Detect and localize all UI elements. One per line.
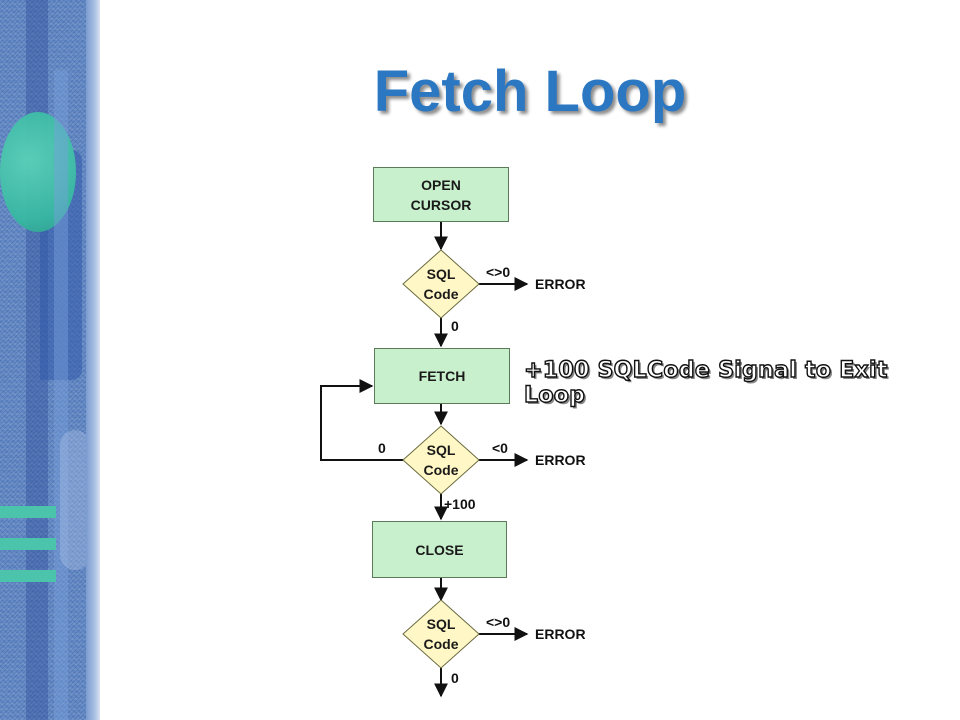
decision3-line1: SQL	[426, 616, 456, 632]
fetch-label: FETCH	[418, 368, 466, 384]
connector-loop-back	[320, 379, 403, 461]
sidebar-stripe	[0, 570, 56, 582]
decision2-left-label: 0	[378, 440, 386, 456]
slide-title: Fetch Loop	[373, 59, 687, 124]
sidebar-bar-light	[54, 70, 68, 720]
decision3-right-label: <>0	[486, 614, 511, 630]
sidebar-edge	[86, 0, 100, 720]
decision-diamond-1	[402, 249, 480, 319]
decision1-error-label: ERROR	[535, 276, 586, 292]
open-cursor-label: OPEN CURSOR	[410, 176, 472, 213]
decision1-down-label: 0	[451, 318, 459, 334]
decision2-line2: Code	[423, 462, 459, 478]
decision1-right-label: <>0	[486, 264, 511, 280]
decision3-text: SQL Code	[411, 614, 471, 654]
close-label: CLOSE	[415, 541, 464, 558]
decision2-text: SQL Code	[411, 440, 471, 480]
sidebar-stripe	[0, 538, 56, 550]
decision2-error-label: ERROR	[535, 452, 586, 468]
decision2-line1: SQL	[426, 442, 456, 458]
sidebar-stripe	[0, 506, 56, 518]
sidebar-oval-shape	[60, 430, 90, 570]
open-cursor-box: OPEN CURSOR	[373, 167, 509, 222]
sidebar-circle-shape	[0, 112, 76, 232]
decision-diamond-3	[402, 599, 480, 669]
decision3-down-label: 0	[451, 670, 459, 686]
decision3-line2: Code	[423, 636, 459, 652]
decision2-down-label: +100	[444, 496, 476, 512]
sidebar-decoration	[0, 0, 100, 720]
decision1-line1: SQL	[426, 266, 456, 282]
exit-loop-callout: +100 SQLCode Signal to Exit Loop	[523, 357, 888, 408]
decision1-line2: Code	[423, 286, 459, 302]
decision3-error-label: ERROR	[535, 626, 586, 642]
fetch-box: FETCH	[374, 348, 510, 404]
close-box: CLOSE	[372, 521, 507, 578]
decision2-right-label: <0	[492, 440, 508, 456]
decision-diamond-2	[402, 425, 480, 495]
decision1-text: SQL Code	[411, 264, 471, 304]
